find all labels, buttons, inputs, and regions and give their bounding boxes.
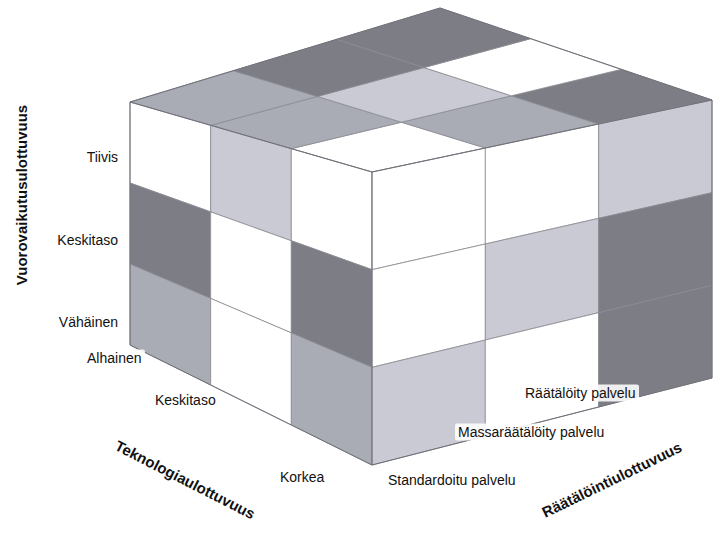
level-label: Alhainen [84,350,145,367]
cube-edge [130,102,372,172]
cube-edge [372,100,712,172]
cube-cell [485,313,598,436]
level-label: Keskitaso [57,232,118,249]
axis-title: Teknologiaulottuvuus [112,437,258,523]
cube-edge [130,8,712,465]
level-label: Räätälöity palvelu [522,385,639,402]
axis-title: Räätälöintiulottuvuus [539,438,685,521]
cube-cell [130,264,211,385]
level-label: Vähäinen [59,314,118,331]
cube-cell [372,340,485,465]
cube-edge [372,172,373,465]
cube-edges [130,8,712,465]
level-label: Korkea [280,469,324,486]
level-label: Massaräätälöity palvelu [455,424,607,441]
axis-title: Vuorovaikutusulottuvuus [13,105,31,285]
cube-cells [130,8,712,465]
cube-cell [211,298,292,425]
level-label: Tiivis [87,149,118,166]
level-label: Standardoitu palvelu [385,472,519,489]
level-label: Keskitaso [152,392,219,409]
cube-cell [337,8,531,68]
